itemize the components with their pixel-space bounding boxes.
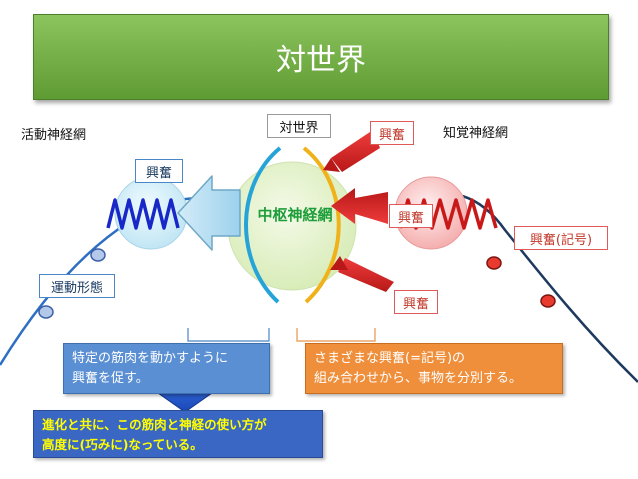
motor-form-label: 運動形態 [39,274,115,298]
central-nerve-label: 中枢神経網 [257,206,333,224]
excitation-label-bottom: 興奮 [394,290,438,314]
evolution-note-box: 進化と共に、この筋肉と神経の使い方が 高度に(巧みに)なっている。 [33,410,323,458]
motor-description-box: 特定の筋肉を動かすように 興奮を促す。 [63,343,270,394]
world-arc-right [302,146,341,304]
right-arrow-icon [331,188,388,224]
right-arrow-icon [323,132,380,172]
sensory-description-box: さまざまな興奮(=記号)の 組み合わせから、事物を分別する。 [305,343,563,394]
motor-node [90,248,106,262]
page-title: 対世界 [33,14,609,100]
evolution-note-line: 高度に(巧みに)なっている。 [42,437,203,452]
sensory-node [540,294,556,308]
sensory-description-line: 組み合わせから、事物を分別する。 [314,371,523,386]
excitation-label-motor: 興奮 [135,159,183,183]
right-arrow-icon [330,256,394,292]
bracket-sensory [296,328,376,342]
world-label: 対世界 [267,114,331,138]
sensory-description-line: さまざまな興奮(=記号)の [314,351,466,366]
sensory-node [486,256,502,270]
motor-network-label: 活動神経網 [21,128,87,143]
bracket-motor [187,328,270,342]
sine-wave-icon [398,198,498,230]
sensory-network-label: 知覚神経網 [443,126,509,141]
evolution-note-line: 進化と共に、この筋肉と神経の使い方が [42,417,267,432]
motor-description-line: 特定の筋肉を動かすように [72,351,229,366]
motor-node [38,305,54,319]
excitation-code-label: 興奮(記号) [514,226,608,250]
sine-wave-icon [106,198,180,230]
left-arrow-icon [177,175,241,251]
world-arc-left [244,146,282,304]
motor-description-line: 興奮を促す。 [72,371,149,386]
excitation-label-middle: 興奮 [389,204,433,228]
excitation-label-top: 興奮 [370,121,414,145]
